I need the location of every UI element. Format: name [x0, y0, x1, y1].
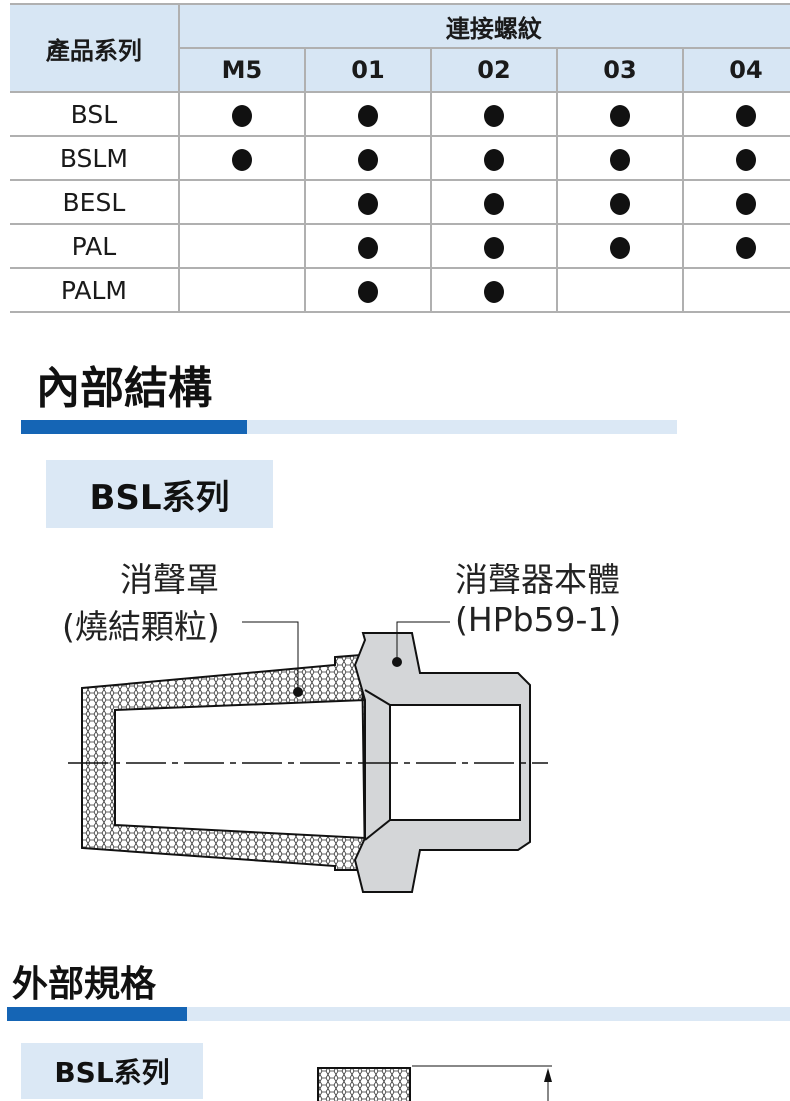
thread-header: 連接螺紋: [177, 3, 790, 49]
availability-cell: [177, 179, 306, 225]
availability-cell: [555, 223, 684, 269]
available-dot-icon: [609, 104, 630, 127]
availability-cell: [303, 91, 432, 137]
availability-cell: [555, 179, 684, 225]
availability-cell: [177, 223, 306, 269]
available-dot-icon: [483, 280, 504, 303]
column-header: M5: [177, 47, 306, 93]
section-title-internal: 內部結構: [36, 363, 212, 414]
column-header: 02: [429, 47, 558, 93]
label-body: 消聲器本體: [455, 560, 620, 599]
availability-cell: [681, 91, 790, 137]
series-name: PALM: [10, 267, 180, 313]
availability-cell: [177, 267, 306, 313]
availability-cell: [429, 135, 558, 181]
table-row: PALM: [10, 267, 790, 313]
available-dot-icon: [735, 148, 756, 171]
series-tag: BSL系列: [46, 460, 273, 528]
table-row: PAL: [10, 223, 790, 269]
leader-dot-left: [293, 687, 303, 697]
available-dot-icon: [483, 104, 504, 127]
section-title-external: 外部規格: [12, 964, 157, 1005]
series-header: 產品系列: [10, 3, 180, 93]
label-material: (HPb59-1): [455, 600, 622, 639]
table-row: BSL: [10, 91, 790, 137]
availability-cell: [555, 91, 684, 137]
availability-cell: [303, 179, 432, 225]
available-dot-icon: [357, 148, 378, 171]
label-silencer-cover: 消聲罩: [120, 560, 219, 599]
available-dot-icon: [357, 192, 378, 215]
available-dot-icon: [609, 236, 630, 259]
section-divider: [21, 420, 677, 434]
availability-cell: [303, 267, 432, 313]
table-row: BESL: [10, 179, 790, 225]
leader-line-right: [396, 621, 450, 660]
available-dot-icon: [609, 192, 630, 215]
availability-cell: [177, 91, 306, 137]
available-dot-icon: [735, 192, 756, 215]
external-diagram-preview: [317, 1065, 552, 1101]
column-header: 01: [303, 47, 432, 93]
series-name: BSL: [10, 91, 180, 137]
column-header: 03: [555, 47, 684, 93]
available-dot-icon: [357, 280, 378, 303]
available-dot-icon: [735, 236, 756, 259]
column-header: 04: [681, 47, 790, 93]
leader-line-left: [242, 621, 299, 690]
table-row: BSLM: [10, 135, 790, 181]
availability-cell: [429, 179, 558, 225]
availability-cell: [555, 267, 684, 313]
leader-dot-right: [392, 657, 402, 667]
availability-cell: [177, 135, 306, 181]
available-dot-icon: [483, 236, 504, 259]
available-dot-icon: [483, 192, 504, 215]
availability-cell: [429, 267, 558, 313]
series-tag: BSL系列: [21, 1043, 203, 1099]
availability-cell: [429, 91, 558, 137]
series-name: BSLM: [10, 135, 180, 181]
availability-cell: [429, 223, 558, 269]
series-name: PAL: [10, 223, 180, 269]
available-dot-icon: [231, 148, 252, 171]
availability-cell: [681, 223, 790, 269]
availability-cell: [555, 135, 684, 181]
available-dot-icon: [609, 148, 630, 171]
available-dot-icon: [357, 236, 378, 259]
available-dot-icon: [483, 148, 504, 171]
availability-cell: [303, 135, 432, 181]
available-dot-icon: [735, 104, 756, 127]
availability-cell: [681, 135, 790, 181]
section-divider: [7, 1007, 790, 1021]
availability-cell: [681, 179, 790, 225]
available-dot-icon: [357, 104, 378, 127]
availability-cell: [681, 267, 790, 313]
availability-cell: [303, 223, 432, 269]
series-name: BESL: [10, 179, 180, 225]
label-sintered: (燒結顆粒): [62, 607, 220, 646]
available-dot-icon: [231, 104, 252, 127]
